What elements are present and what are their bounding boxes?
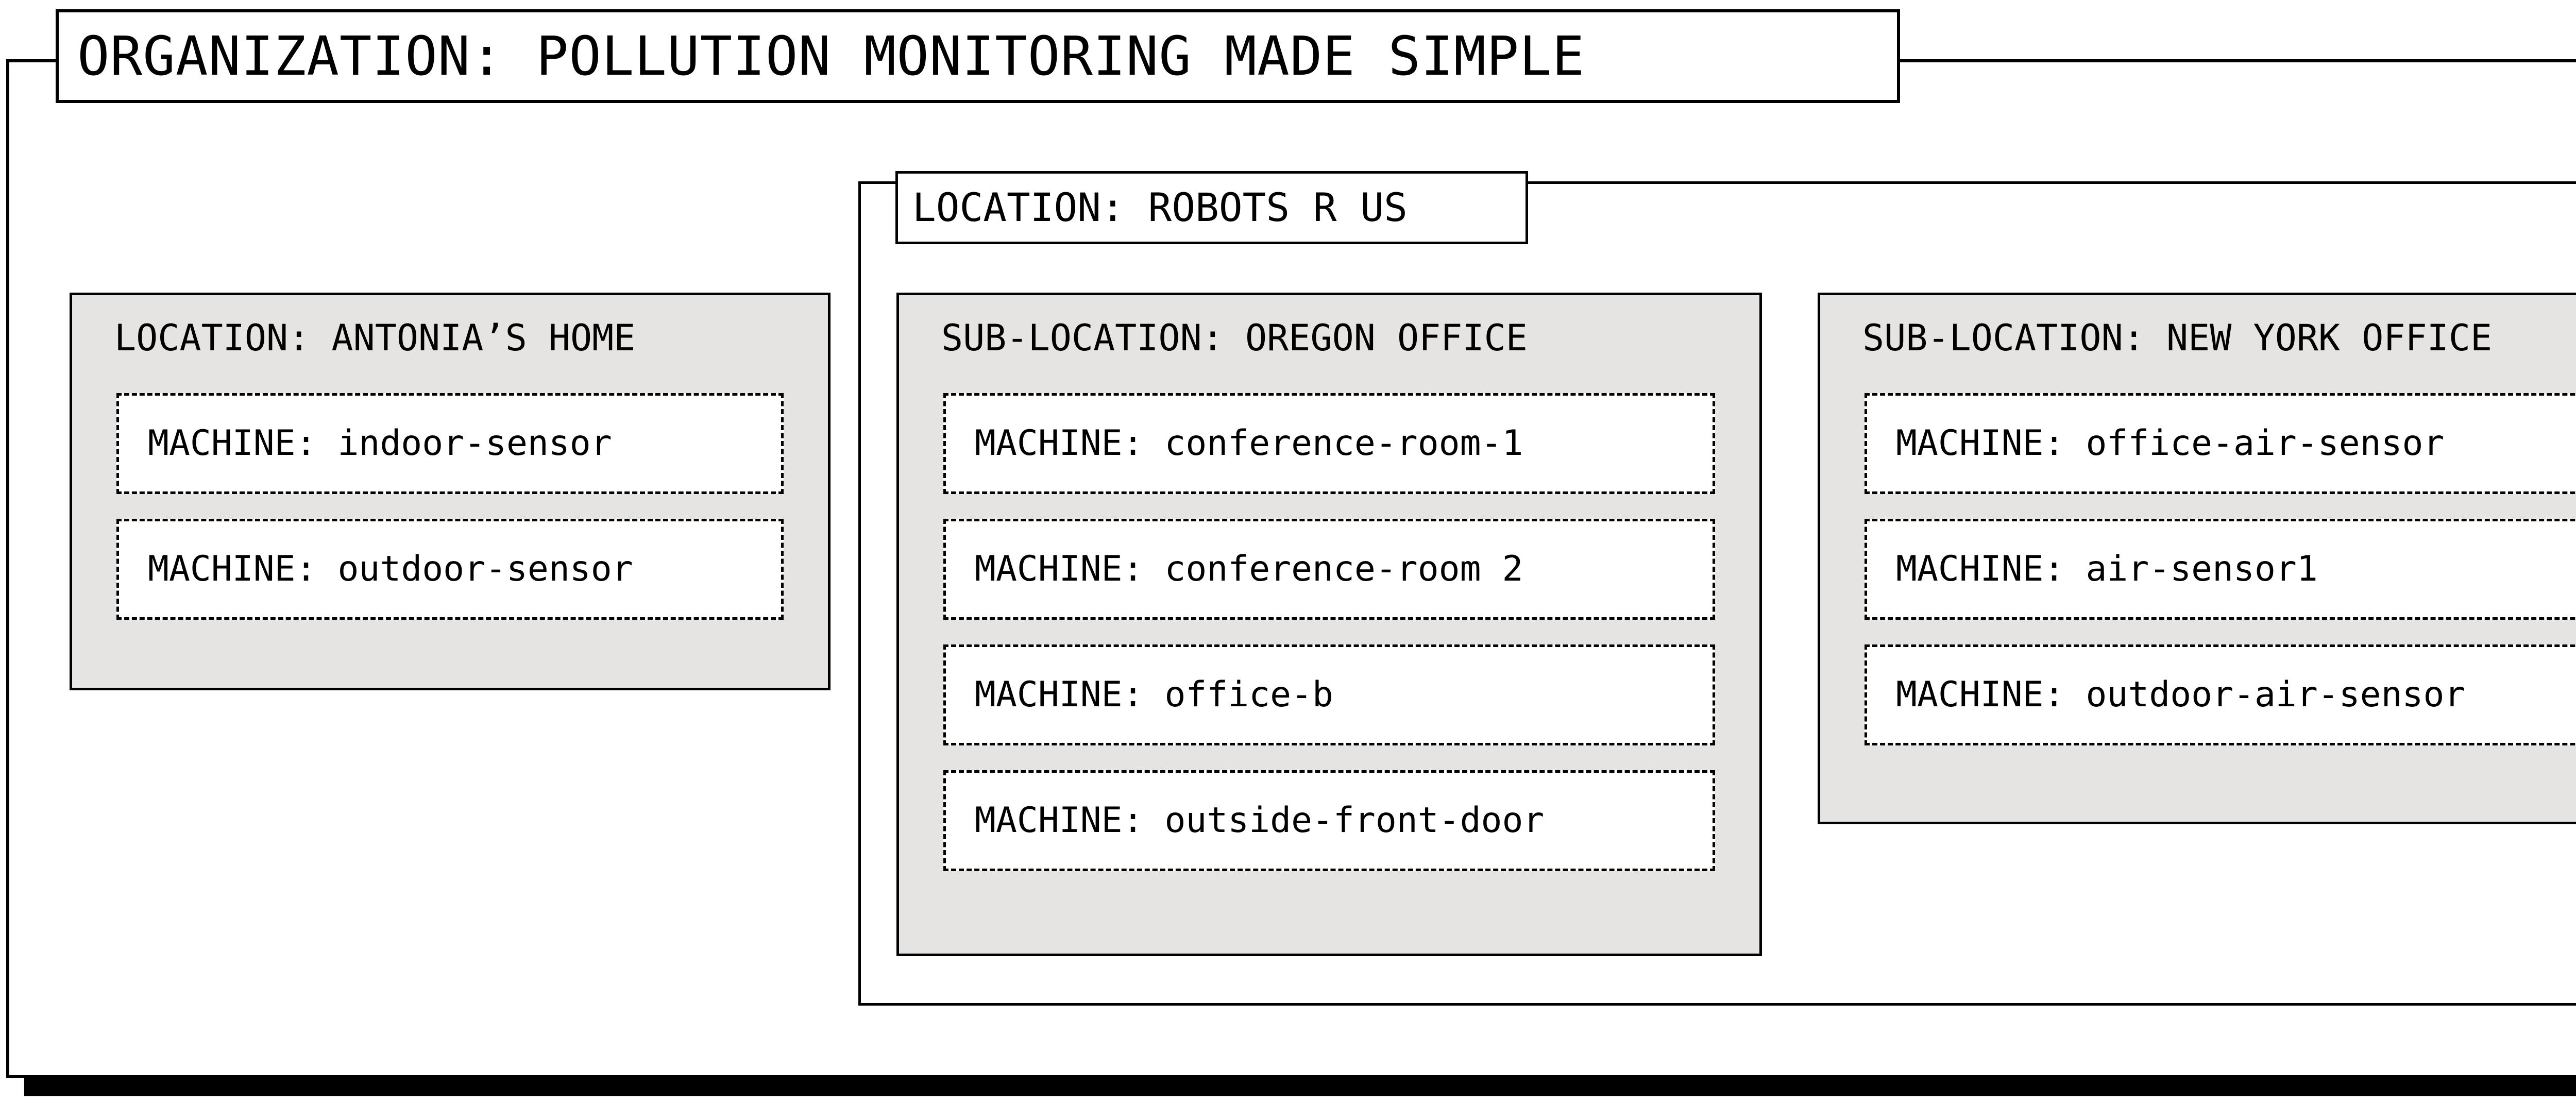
sub-location-panel-oregon-office-title: SUB-LOCATION: OREGON OFFICE [941, 317, 1528, 359]
machine-box[interactable]: MACHINE: conference-room 2 [943, 519, 1715, 620]
sub-location-panel-new-york-office: SUB-LOCATION: NEW YORK OFFICE MACHINE: o… [1818, 293, 2576, 824]
location-label-robots-r-us: LOCATION: ROBOTS R US [895, 171, 1528, 244]
machine-label: MACHINE: office-b [975, 674, 1333, 715]
location-panel-antonias-home: LOCATION: ANTONIA’S HOME MACHINE: indoor… [70, 293, 831, 690]
machine-label: MACHINE: indoor-sensor [148, 423, 612, 464]
location-label-robots-r-us-text: LOCATION: ROBOTS R US [912, 184, 1408, 230]
machine-list-oregon-office: MACHINE: conference-room-1 MACHINE: conf… [943, 393, 1715, 871]
sub-location-panel-oregon-office: SUB-LOCATION: OREGON OFFICE MACHINE: con… [896, 293, 1762, 956]
machine-box[interactable]: MACHINE: conference-room-1 [943, 393, 1715, 494]
machine-box[interactable]: MACHINE: outside-front-door [943, 770, 1715, 871]
machine-label: MACHINE: office-air-sensor [1896, 423, 2445, 464]
machine-label: MACHINE: outdoor-sensor [148, 549, 633, 589]
machine-box[interactable]: MACHINE: indoor-sensor [116, 393, 784, 494]
machine-box[interactable]: MACHINE: outdoor-air-sensor [1865, 644, 2576, 745]
machine-list-new-york-office: MACHINE: office-air-sensor MACHINE: air-… [1865, 393, 2576, 745]
machine-label: MACHINE: conference-room 2 [975, 549, 1523, 589]
organization-label-text: ORGANIZATION: POLLUTION MONITORING MADE … [77, 25, 1585, 88]
machine-box[interactable]: MACHINE: outdoor-sensor [116, 519, 784, 620]
organization-label: ORGANIZATION: POLLUTION MONITORING MADE … [56, 9, 1900, 103]
machine-label: MACHINE: conference-room-1 [975, 423, 1523, 464]
machine-box[interactable]: MACHINE: office-air-sensor [1865, 393, 2576, 494]
machine-label: MACHINE: outside-front-door [975, 800, 1545, 841]
machine-box[interactable]: MACHINE: air-sensor1 [1865, 519, 2576, 620]
machine-box[interactable]: MACHINE: office-b [943, 644, 1715, 745]
machine-list-antonias-home: MACHINE: indoor-sensor MACHINE: outdoor-… [116, 393, 784, 620]
location-panel-antonias-home-title: LOCATION: ANTONIA’S HOME [114, 317, 636, 359]
sub-location-panel-new-york-office-title: SUB-LOCATION: NEW YORK OFFICE [1862, 317, 2493, 359]
machine-label: MACHINE: outdoor-air-sensor [1896, 674, 2466, 715]
machine-label: MACHINE: air-sensor1 [1896, 549, 2318, 589]
